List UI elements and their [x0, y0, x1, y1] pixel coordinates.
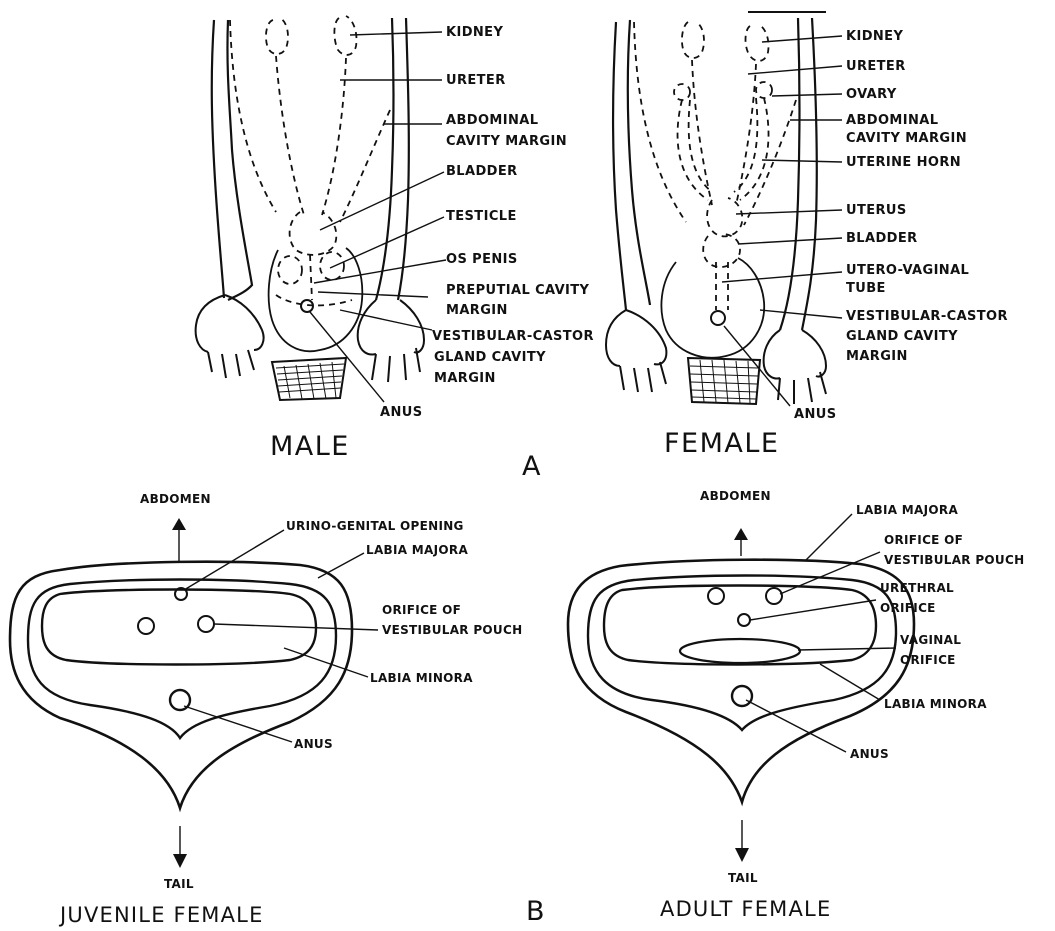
male-label-os-penis: OS PENIS: [446, 252, 518, 267]
female-label-utero-vaginal-1: UTERO-VAGINAL: [846, 263, 969, 278]
adult-anus: [732, 686, 752, 706]
adult-tail-arrowhead: [735, 848, 749, 862]
male-title: MALE: [270, 431, 350, 462]
male-diagram: KIDNEY URETER ABDOMINAL CAVITY MARGIN BL…: [196, 16, 594, 462]
female-anus: [711, 311, 725, 325]
adult-label-urethral-1: URETHRAL: [880, 581, 954, 595]
male-label-ureter: URETER: [446, 73, 506, 88]
female-label-utero-vaginal-2: TUBE: [846, 281, 886, 296]
female-label-bladder: BLADDER: [846, 231, 918, 246]
juvenile-vestibular-orifice-left: [138, 618, 154, 634]
female-label-abdominal-2: CAVITY MARGIN: [846, 131, 967, 146]
female-left-foot: [606, 310, 666, 392]
female-label-uterus: UTERUS: [846, 203, 907, 218]
female-pelvis-outline: [661, 258, 764, 358]
juvenile-label-labia-majora: LABIA MAJORA: [366, 543, 468, 557]
panel-a-letter: A: [522, 451, 542, 482]
female-left-leg-outline: [613, 20, 650, 310]
juvenile-label-labia-minora: LABIA MINORA: [370, 671, 473, 685]
female-label-vestibular-1: VESTIBULAR-CASTOR: [846, 309, 1008, 324]
male-label-abdominal-2: CAVITY MARGIN: [446, 134, 567, 149]
male-label-kidney: KIDNEY: [446, 25, 503, 40]
adult-label-orifice-1: ORIFICE OF: [884, 533, 963, 547]
male-tail-scales: [272, 358, 346, 400]
adult-label-abdomen: ABDOMEN: [700, 489, 771, 503]
adult-label-orifice-2: VESTIBULAR POUCH: [884, 553, 1024, 567]
female-label-kidney: KIDNEY: [846, 29, 903, 44]
juvenile-label-urino-genital: URINO-GENITAL OPENING: [286, 519, 464, 533]
adult-female-diagram: ABDOMEN LABIA MAJORA ORIFICE OF VESTIBUL…: [568, 489, 1024, 921]
male-label-vestibular-1: VESTIBULAR-CASTOR: [432, 329, 594, 344]
male-left-foot: [196, 295, 264, 378]
male-internal-organs: [230, 16, 390, 312]
male-right-leg-outline: [376, 18, 409, 300]
male-labels: KIDNEY URETER ABDOMINAL CAVITY MARGIN BL…: [380, 25, 594, 420]
female-right-leg-outline: [780, 18, 817, 330]
male-label-preputial-1: PREPUTIAL CAVITY: [446, 283, 590, 298]
male-right-foot: [358, 300, 424, 382]
panel-b-letter: B: [526, 896, 546, 927]
adult-label-vaginal-1: VAGINAL: [900, 633, 961, 647]
female-label-vestibular-3: MARGIN: [846, 349, 908, 364]
female-title: FEMALE: [664, 428, 779, 459]
female-label-uterine-horn: UTERINE HORN: [846, 155, 961, 170]
adult-title: ADULT FEMALE: [660, 897, 831, 921]
adult-vestibular-orifice-left: [708, 588, 724, 604]
juvenile-labia-minora: [42, 590, 316, 665]
female-label-vestibular-2: GLAND CAVITY: [846, 329, 958, 344]
juvenile-label-anus: ANUS: [294, 737, 333, 751]
juvenile-abdomen-arrowhead: [172, 518, 186, 530]
male-label-preputial-2: MARGIN: [446, 303, 508, 318]
adult-abdomen-arrowhead: [734, 528, 748, 540]
adult-outer-outline: [568, 560, 914, 802]
female-diagram: KIDNEY URETER OVARY ABDOMINAL CAVITY MAR…: [606, 12, 1008, 459]
male-label-testicle: TESTICLE: [446, 209, 517, 224]
adult-label-labia-majora: LABIA MAJORA: [856, 503, 958, 517]
male-label-bladder: BLADDER: [446, 164, 518, 179]
adult-label-labia-minora: LABIA MINORA: [884, 697, 987, 711]
adult-label-urethral-2: ORIFICE: [880, 601, 936, 615]
female-label-ureter: URETER: [846, 59, 906, 74]
adult-vaginal-orifice: [680, 639, 800, 663]
juvenile-title: JUVENILE FEMALE: [58, 903, 264, 927]
male-label-anus: ANUS: [380, 405, 422, 420]
adult-label-vaginal-2: ORIFICE: [900, 653, 956, 667]
adult-vestibular-orifice-right: [766, 588, 782, 604]
male-label-vestibular-2: GLAND CAVITY: [434, 350, 546, 365]
juvenile-label-tail: TAIL: [164, 877, 194, 891]
male-label-vestibular-3: MARGIN: [434, 371, 496, 386]
female-label-anus: ANUS: [794, 407, 836, 422]
juvenile-labia-majora: [28, 580, 336, 739]
adult-label-tail: TAIL: [728, 871, 758, 885]
juvenile-vestibular-orifice-right: [198, 616, 214, 632]
male-left-leg-outline: [212, 20, 252, 300]
male-pelvis-outline: [269, 248, 363, 351]
juvenile-label-orifice-1: ORIFICE OF: [382, 603, 461, 617]
female-tail-scales: [688, 358, 760, 404]
female-label-abdominal-1: ABDOMINAL: [846, 113, 938, 128]
juvenile-label-orifice-2: VESTIBULAR POUCH: [382, 623, 522, 637]
adult-leader-lines: [746, 514, 896, 752]
juvenile-tail-arrowhead: [173, 854, 187, 868]
female-internal-organs: [634, 22, 796, 325]
adult-urethral-orifice: [738, 614, 750, 626]
juvenile-female-diagram: ABDOMEN URINO-GENITAL OPENING LABIA MAJO…: [10, 492, 522, 927]
adult-label-anus: ANUS: [850, 747, 889, 761]
female-right-foot: [764, 330, 826, 404]
female-label-ovary: OVARY: [846, 87, 897, 102]
juvenile-label-abdomen: ABDOMEN: [140, 492, 211, 506]
male-label-abdominal-1: ABDOMINAL: [446, 113, 538, 128]
